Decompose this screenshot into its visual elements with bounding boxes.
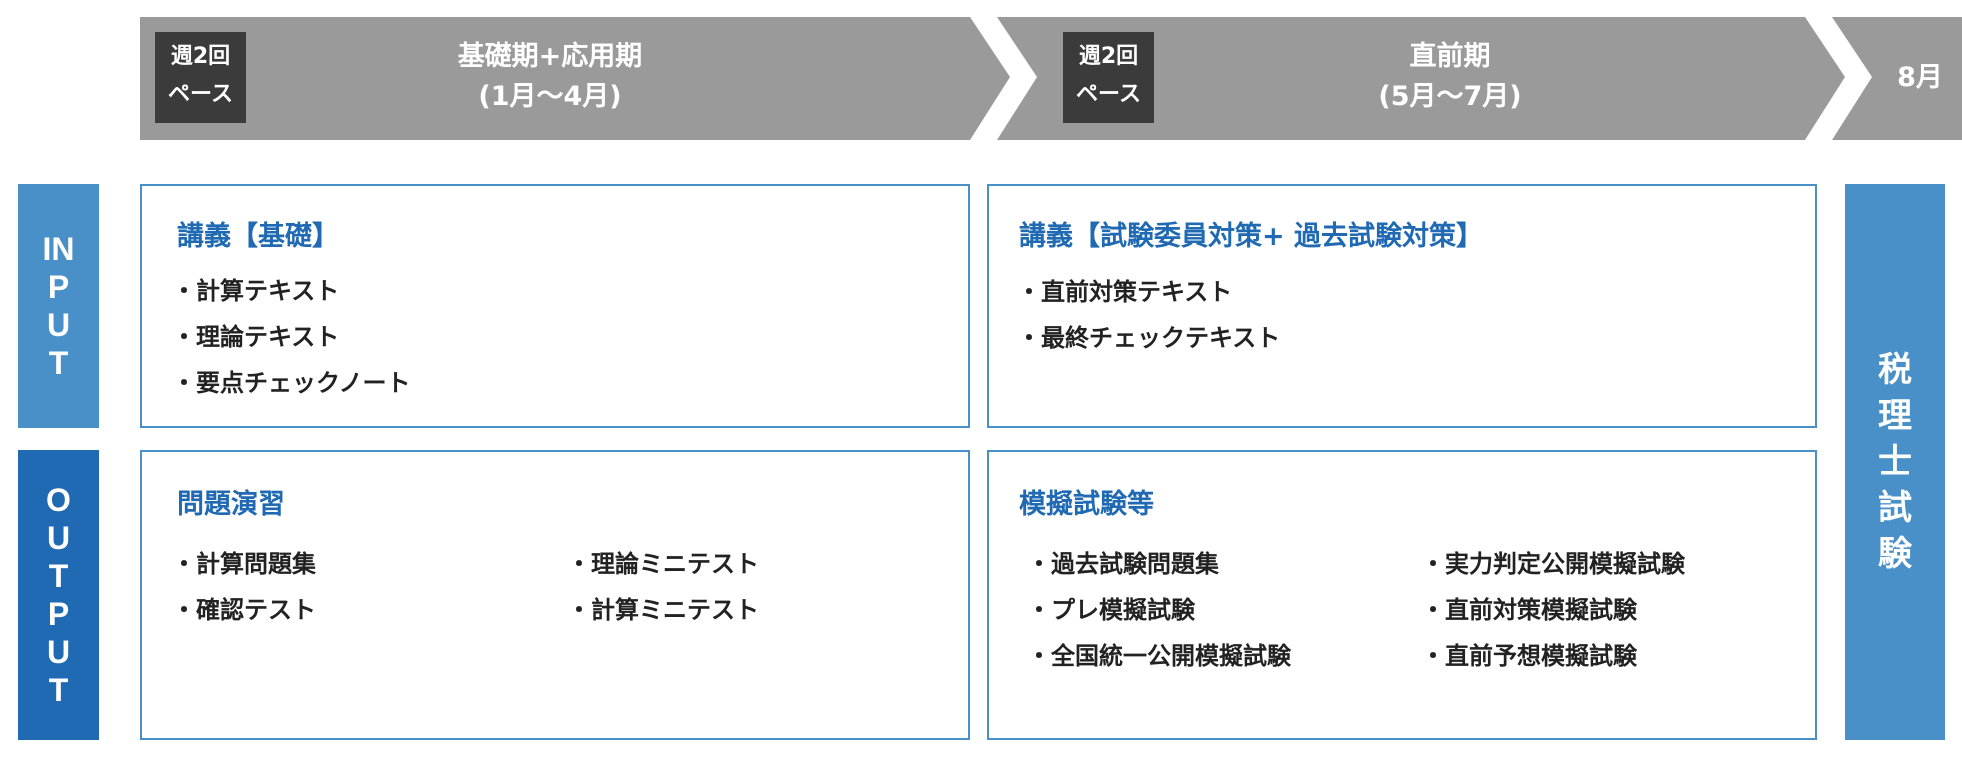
exam-bar-label: 税理士試験 [1878,350,1912,574]
output-final-title: 模擬試験等 [1019,489,1154,520]
list-item: ・要点チェックノート [172,369,411,397]
phase3-label: 8月 [1880,58,1960,98]
pace-badge-phase1: 週2回 ペース [155,32,246,123]
pace-badge-line2: ペース [168,82,233,107]
phase1-label: 基礎期+応用期 (1月〜4月) [380,37,720,117]
chevron-phase2 [997,17,1845,140]
phase2-label: 直前期 (5月〜7月) [1310,37,1590,117]
phase2-period: (5月〜7月) [1378,81,1522,112]
output-basic-title: 問題演習 [177,489,285,520]
pace-badge-phase2: 週2回 ペース [1063,32,1154,123]
chevron-phase1 [140,17,1010,140]
list-item: ・計算ミニテスト [567,596,759,624]
pace-badge-line1: 週2回 [170,44,231,69]
list-item: ・理論テキスト [172,323,340,351]
input-bar-label: INPUT [42,231,75,381]
input-final-title: 講義【試験委員対策+ 過去試験対策】 [1019,221,1484,252]
list-item: ・実力判定公開模擬試験 [1421,550,1685,578]
output-bar: OUTPUT [18,450,99,740]
timeline-chevrons [140,17,1962,140]
list-item: ・確認テスト [172,596,316,624]
chevron-phase3 [1832,17,1962,140]
list-item: ・プレ模擬試験 [1027,596,1195,624]
output-bar-label: OUTPUT [46,482,71,708]
phase3-title: 8月 [1897,62,1943,93]
phase1-title: 基礎期+応用期 [457,41,643,72]
list-item: ・最終チェックテキスト [1017,324,1281,352]
output-final-box: 模擬試験等 ・過去試験問題集 ・プレ模擬試験 ・全国統一公開模擬試験 ・実力判定… [987,450,1817,740]
input-final-box: 講義【試験委員対策+ 過去試験対策】 ・直前対策テキスト ・最終チェックテキスト [987,184,1817,428]
input-basic-box: 講義【基礎】 ・計算テキスト ・理論テキスト ・要点チェックノート [140,184,970,428]
pace-badge-line2: ペース [1076,82,1141,107]
phase2-title: 直前期 [1409,41,1491,72]
list-item: ・計算テキスト [172,277,340,305]
timeline: 週2回 ペース 基礎期+応用期 (1月〜4月) 週2回 ペース 直前期 (5月〜… [0,0,1962,150]
list-item: ・直前予想模擬試験 [1421,642,1637,670]
pace-badge-line1: 週2回 [1078,44,1139,69]
output-basic-box: 問題演習 ・計算問題集 ・確認テスト ・理論ミニテスト ・計算ミニテスト [140,450,970,740]
list-item: ・計算問題集 [172,550,316,578]
phase1-period: (1月〜4月) [478,81,622,112]
list-item: ・理論ミニテスト [567,550,759,578]
list-item: ・直前対策模擬試験 [1421,596,1637,624]
exam-bar: 税理士試験 [1845,184,1945,740]
input-bar: INPUT [18,184,99,428]
input-basic-title: 講義【基礎】 [177,221,339,252]
list-item: ・過去試験問題集 [1027,550,1219,578]
list-item: ・全国統一公開模擬試験 [1027,642,1291,670]
list-item: ・直前対策テキスト [1017,278,1233,306]
